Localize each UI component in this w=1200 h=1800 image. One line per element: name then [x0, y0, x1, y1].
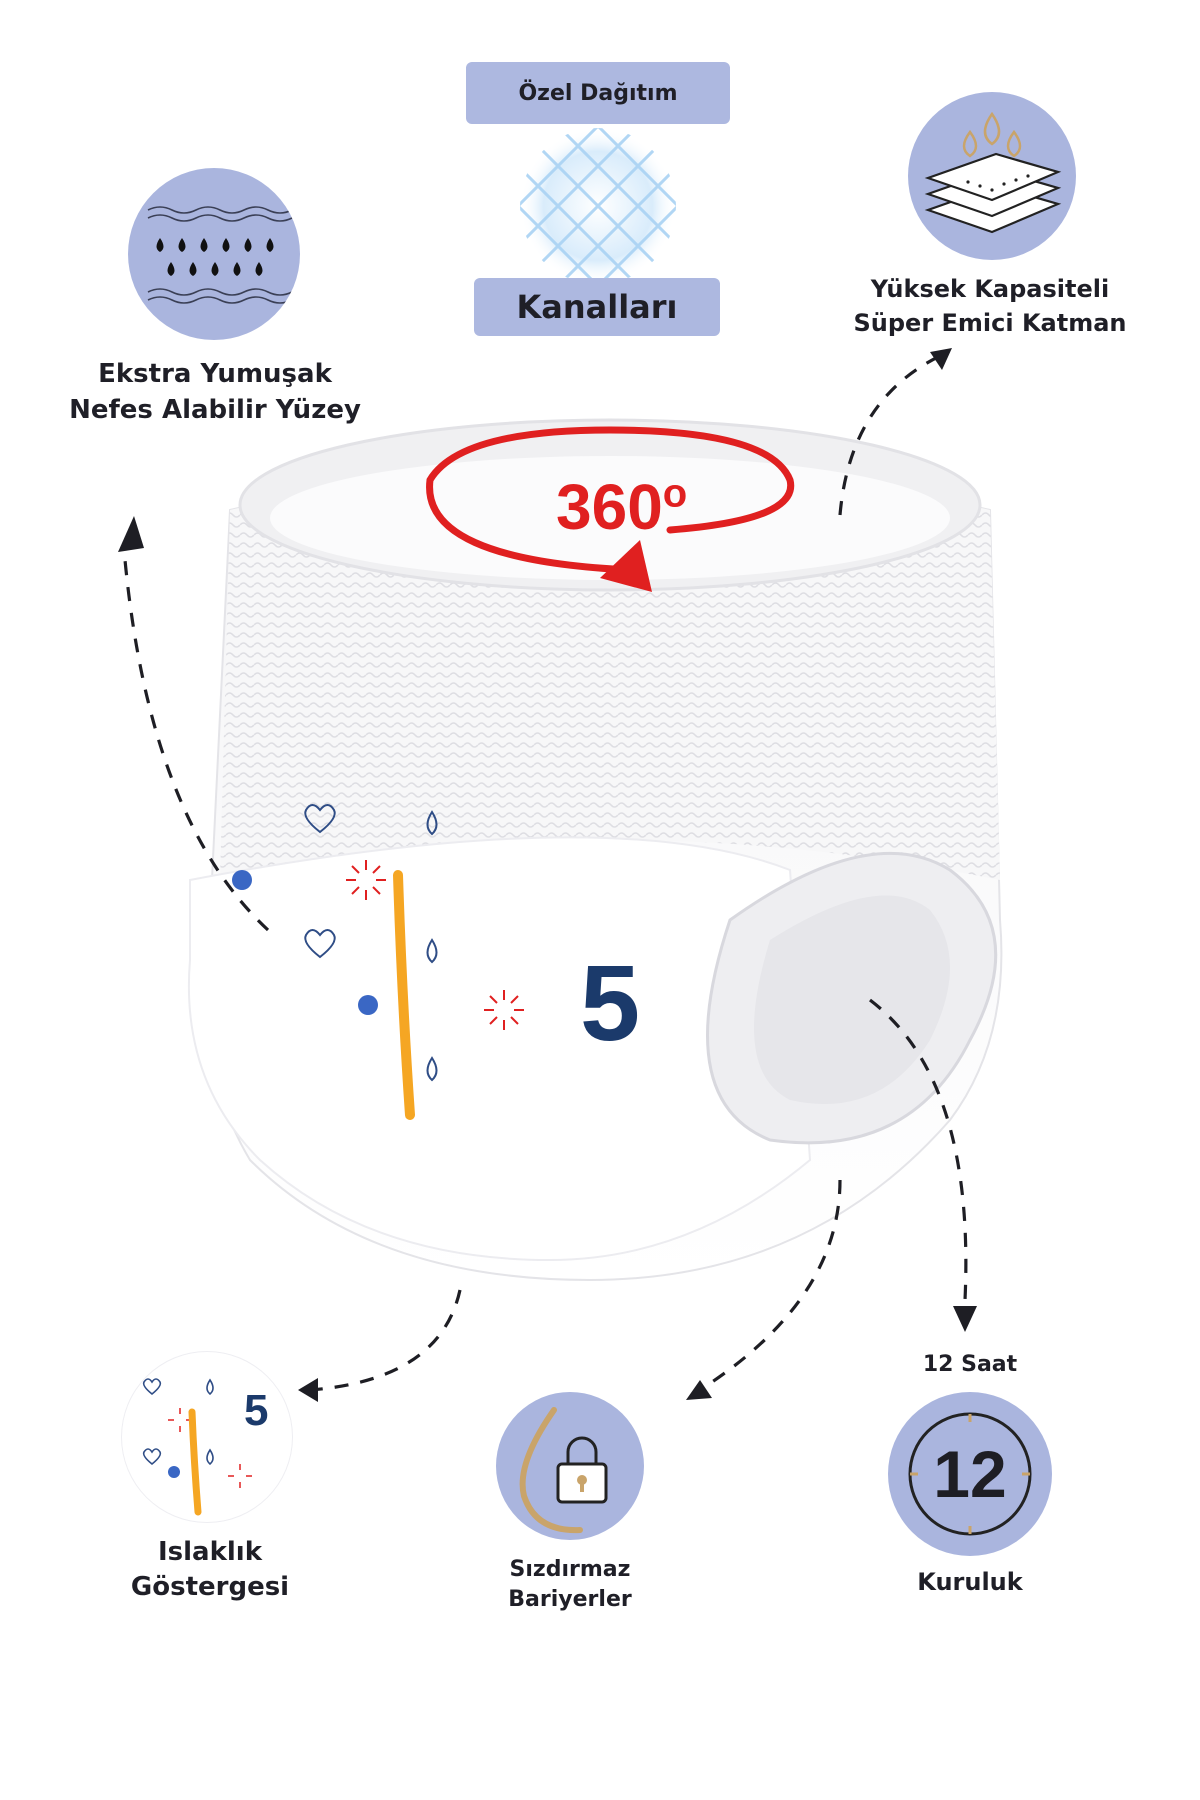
- layers-drops-icon: [924, 111, 1062, 234]
- wetness-indicator-icon: [142, 1378, 252, 1516]
- leak-barriers-line2: Bariyerler: [508, 1587, 632, 1612]
- rotation-value: 360: [556, 471, 663, 543]
- soft-surface-line2: Nefes Alabilir Yüzey: [69, 395, 361, 425]
- wetness-indicator-line1: Islaklık: [157, 1537, 262, 1567]
- clock-icon: [908, 1412, 1032, 1536]
- channels-pattern: [518, 126, 678, 286]
- wetness-indicator-line2: Göstergesi: [130, 1572, 290, 1602]
- soft-surface-bubble: [128, 168, 300, 340]
- absorbent-layer-line2: Süper Emici Katman: [853, 309, 1127, 337]
- soft-surface-line1: Ekstra Yumuşak: [98, 359, 332, 389]
- channels-top-pill: Özel Dağıtım: [466, 62, 730, 124]
- rotation-label: 360o: [556, 470, 687, 544]
- dryness-bubble: 12: [888, 1392, 1052, 1556]
- leak-barriers-bubble: [496, 1392, 644, 1540]
- leak-barriers-label: Sızdırmaz Bariyerler: [460, 1555, 680, 1615]
- absorbent-layer-label: Yüksek Kapasiteli Süper Emici Katman: [830, 272, 1150, 340]
- leak-barriers-line1: Sızdırmaz: [509, 1557, 631, 1582]
- drop-lock-icon: [519, 1407, 608, 1534]
- channels-bottom-pill: Kanalları: [474, 278, 720, 336]
- absorbent-layer-bubble: [908, 92, 1076, 260]
- water-drops-icon: [147, 206, 293, 304]
- dryness-bottom-label: Kuruluk: [917, 1568, 1023, 1596]
- soft-surface-label: Ekstra Yumuşak Nefes Alabilir Yüzey: [50, 356, 380, 428]
- wetness-indicator-label: Islaklık Göstergesi: [90, 1535, 330, 1605]
- absorbent-layer-line1: Yüksek Kapasiteli: [870, 275, 1110, 303]
- product-illustration: [170, 400, 1050, 1300]
- channels-bottom-label: Kanalları: [516, 288, 678, 326]
- dryness-top-label: 12 Saat: [922, 1352, 1018, 1377]
- quilted-pattern-icon: [520, 128, 676, 284]
- channels-top-label: Özel Dağıtım: [518, 80, 678, 106]
- wetness-size-digit: 5: [244, 1386, 269, 1435]
- rotation-degree: o: [662, 471, 688, 516]
- diaper-size-value: 5: [580, 942, 641, 1063]
- wetness-indicator-bubble: 5: [122, 1352, 292, 1522]
- dryness-clock-digit: 12: [933, 1437, 1007, 1511]
- diaper-size-digit: 5: [580, 940, 640, 1065]
